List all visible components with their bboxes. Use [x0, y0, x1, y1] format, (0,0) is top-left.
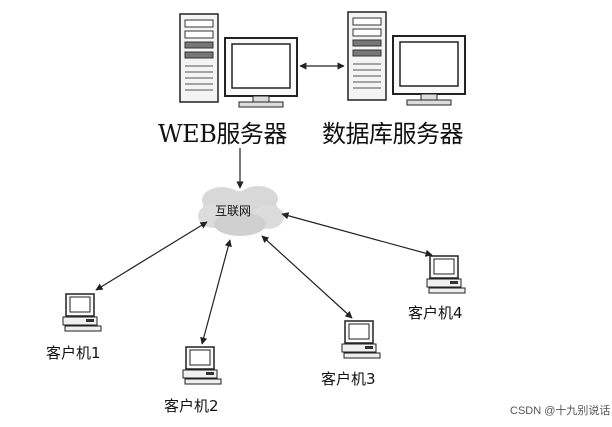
internet-client4-link-arrow: [281, 212, 433, 257]
web-server-monitor-icon: [224, 37, 298, 108]
db-server-tower-icon: [347, 11, 387, 101]
db-server-monitor-icon: [392, 35, 466, 106]
client4-label: 客户机4: [408, 304, 463, 322]
client1-label: 客户机1: [46, 344, 101, 362]
client3-label: 客户机3: [321, 370, 376, 388]
client2-computer-icon: [182, 346, 222, 385]
web-server-label: WEB服务器: [158, 120, 287, 148]
internet-label: 互联网: [215, 204, 252, 218]
watermark: CSDN @十九别说话: [510, 405, 611, 417]
internet-client1-link-arrow: [95, 221, 208, 291]
client4-computer-icon: [426, 255, 466, 294]
internet-cloud-icon: [198, 186, 284, 236]
client3-computer-icon: [341, 320, 381, 359]
client1-computer-icon: [62, 293, 102, 332]
web-server-tower-icon: [179, 13, 219, 103]
internet-client3-link-arrow: [261, 235, 353, 319]
client2-label: 客户机2: [164, 397, 219, 415]
internet-client2-link-arrow: [200, 239, 232, 345]
db-server-label: 数据库服务器: [322, 120, 464, 148]
